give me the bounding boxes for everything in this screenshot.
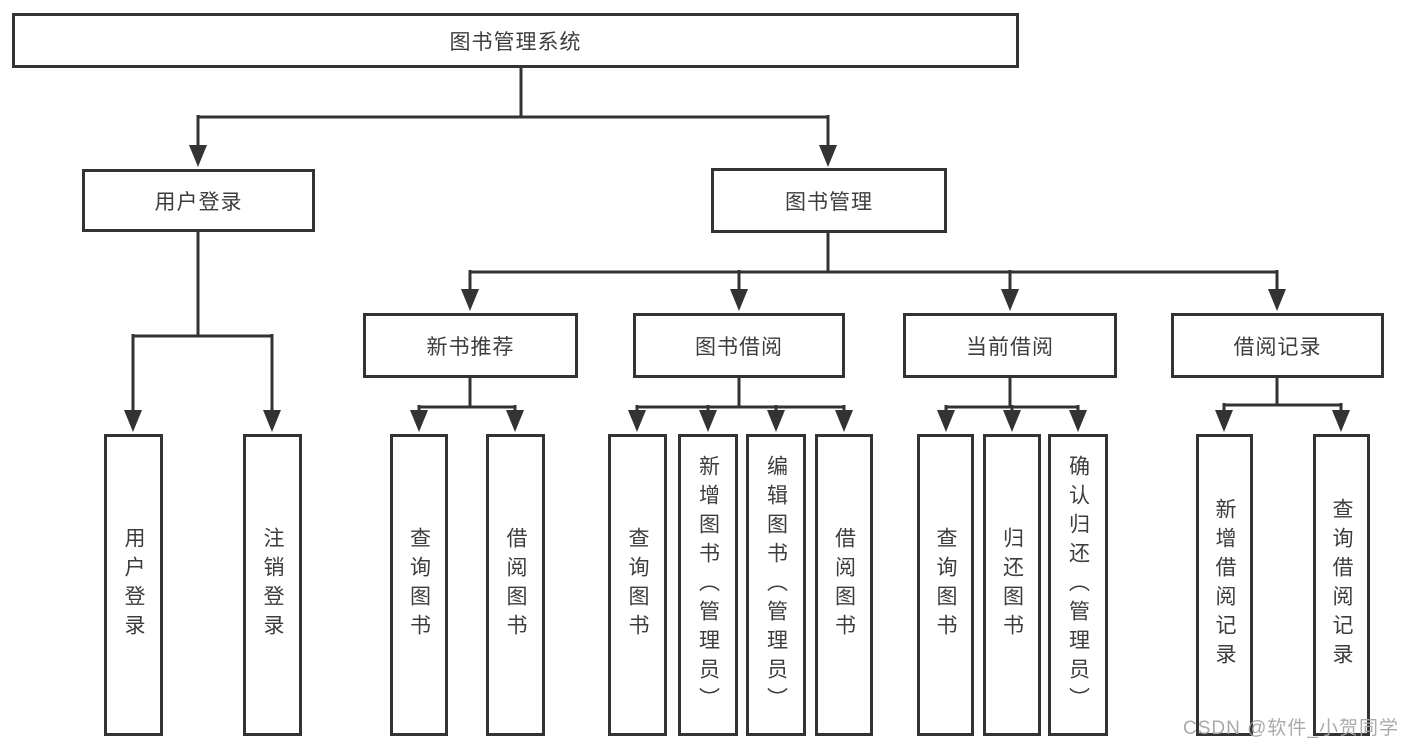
- leaf-user-login: 用户登录: [104, 434, 163, 736]
- node-root-system: 图书管理系统: [12, 13, 1019, 68]
- leaf-query-book-2: 查询图书: [608, 434, 667, 736]
- csdn-watermark: CSDN @软件_小贺同学: [1183, 718, 1399, 739]
- leaf-add-borrow-record-label: 新增借阅记录: [1213, 498, 1236, 672]
- connector-root: [189, 68, 837, 167]
- connector-borrow-record: [1215, 378, 1350, 432]
- node-user-login-branch-label: 用户登录: [154, 190, 243, 214]
- connector-book-borrow: [628, 378, 853, 432]
- leaf-add-borrow-record: 新增借阅记录: [1196, 434, 1253, 736]
- leaf-add-book-admin-label: 新增图书（管理员）: [696, 454, 720, 716]
- node-borrow-record: 借阅记录: [1171, 313, 1384, 378]
- leaf-borrow-book-2-label: 借阅图书: [832, 527, 856, 643]
- leaf-confirm-return-admin: 确认归还（管理员）: [1048, 434, 1108, 736]
- leaf-query-book-1-label: 查询图书: [407, 527, 431, 643]
- leaf-confirm-return-admin-label: 确认归还（管理员）: [1066, 454, 1090, 716]
- leaf-logout-label: 注销登录: [261, 527, 284, 643]
- leaf-return-book-label: 归还图书: [1000, 527, 1024, 643]
- leaf-add-book-admin: 新增图书（管理员）: [678, 434, 738, 736]
- node-borrow-record-label: 借阅记录: [1233, 335, 1322, 359]
- node-book-borrow-label: 图书借阅: [695, 335, 783, 359]
- leaf-query-borrow-record: 查询借阅记录: [1313, 434, 1370, 736]
- leaf-borrow-book-1: 借阅图书: [486, 434, 545, 736]
- leaf-query-book-1: 查询图书: [390, 434, 448, 736]
- node-new-book-recommend: 新书推荐: [363, 313, 578, 378]
- node-book-management-branch: 图书管理: [711, 168, 947, 233]
- connector-user-login: [124, 232, 281, 432]
- node-user-login-branch: 用户登录: [82, 169, 315, 232]
- leaf-edit-book-admin-label: 编辑图书（管理员）: [764, 454, 788, 716]
- leaf-edit-book-admin: 编辑图书（管理员）: [746, 434, 806, 736]
- leaf-user-login-label: 用户登录: [122, 527, 145, 643]
- leaf-query-book-3: 查询图书: [917, 434, 974, 736]
- connector-book-management: [461, 233, 1286, 311]
- node-current-borrow: 当前借阅: [903, 313, 1117, 378]
- node-book-management-branch-label: 图书管理: [785, 190, 873, 214]
- connector-current-borrow: [937, 378, 1087, 432]
- node-new-book-recommend-label: 新书推荐: [426, 335, 515, 359]
- leaf-query-book-3-label: 查询图书: [934, 527, 957, 643]
- leaf-query-borrow-record-label: 查询借阅记录: [1330, 498, 1353, 672]
- leaf-return-book: 归还图书: [983, 434, 1041, 736]
- leaf-query-book-2-label: 查询图书: [626, 527, 649, 643]
- leaf-borrow-book-1-label: 借阅图书: [504, 527, 527, 643]
- connector-new-book: [410, 378, 524, 432]
- leaf-logout: 注销登录: [243, 434, 302, 736]
- node-root-label: 图书管理系统: [449, 30, 582, 54]
- node-current-borrow-label: 当前借阅: [966, 335, 1054, 359]
- leaf-borrow-book-2: 借阅图书: [815, 434, 873, 736]
- node-book-borrow: 图书借阅: [633, 313, 845, 378]
